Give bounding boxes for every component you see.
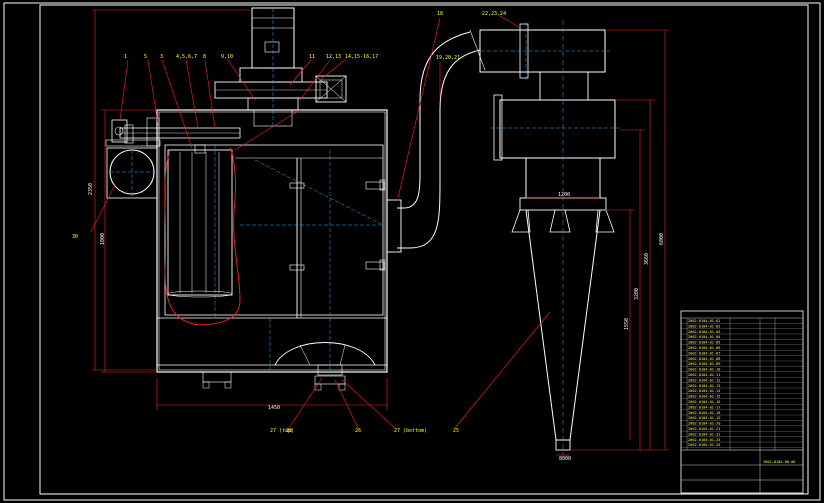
- title-block-row: 2002-0104-01-17: [688, 405, 720, 409]
- top-manifold: [105, 117, 241, 147]
- top-motor: [214, 7, 328, 128]
- dimension-text: 1200: [558, 192, 570, 198]
- part-label: 18: [437, 11, 443, 17]
- title-block-row: 2002-0104-01-12: [688, 378, 720, 382]
- filter-bag: [167, 144, 233, 298]
- dimension-text: 2350: [88, 183, 94, 195]
- part-label: 19,20,21: [436, 55, 460, 61]
- title-block-row: 2002-0104-01-11: [688, 373, 720, 377]
- part-label: 4,5,6,7: [176, 54, 197, 60]
- connecting-duct: [386, 29, 486, 253]
- title-block-row: 2002-0104-01-14: [688, 389, 720, 393]
- cyclone-separator: [475, 20, 620, 455]
- part-label: 28: [286, 428, 292, 434]
- dimension-text: 8000: [559, 456, 571, 462]
- part-labels: 1 5 3 4,5,6,7 8 9,10 11 12,13 14,15-16,1…: [72, 11, 506, 434]
- title-block-row: 2002-0104-01-04: [688, 335, 720, 339]
- title-block-row: 2002-0104-01-01: [688, 319, 720, 323]
- dimension-texts: 1450 2350 1000 6800 3660 3200 1550 1200 …: [88, 183, 665, 462]
- dimension-text: 1550: [624, 318, 630, 330]
- title-block-row: 2002-0104-01-03: [688, 330, 720, 334]
- part-label: 26: [355, 428, 361, 434]
- dimension-lines: [92, 9, 670, 456]
- dimension-text: 3200: [634, 288, 640, 300]
- title-block-row: 2002-0104-01-19: [688, 416, 720, 420]
- title-block-row: 2002-0104-01-07: [688, 351, 720, 355]
- inlet-box: [315, 75, 347, 103]
- dimension-text: 6800: [659, 233, 665, 245]
- part-label: 27 (top): [270, 428, 294, 434]
- title-block-row: 2002-0104-01-16: [688, 400, 720, 404]
- title-block-row: 2002-0104-01-06: [688, 346, 720, 350]
- title-block-row: 2002-0104-01-08: [688, 357, 720, 361]
- title-block-row: 2002-0104-01-22: [688, 432, 720, 436]
- dimension-text: 1450: [268, 405, 280, 411]
- part-label: 11: [309, 54, 315, 60]
- title-block-row: 2002-0104-01-09: [688, 362, 720, 366]
- title-block-row: 2002-0104-01-10: [688, 368, 720, 372]
- part-label: 14,15-16,17: [345, 54, 378, 60]
- part-label: 1: [124, 54, 127, 60]
- dimension-text: 3660: [644, 253, 650, 265]
- dust-collector-body: [156, 109, 388, 373]
- title-block-row: 2002-0104-01-23: [688, 438, 720, 442]
- fan-motor: [106, 147, 158, 199]
- title-block-row: 2002-0104-01-24: [688, 443, 720, 447]
- part-label: 25: [453, 428, 459, 434]
- title-block-row: 2002-0104-01-13: [688, 384, 720, 388]
- title-block-row: 2002-0104-01-20: [688, 422, 720, 426]
- part-label: 27 (bottom): [394, 428, 427, 434]
- bag-outline-red: [164, 147, 241, 326]
- leader-lines: [90, 15, 551, 429]
- bottom-hopper: [202, 342, 376, 391]
- outer-sheet-border: [3, 2, 821, 501]
- part-label: 3: [160, 54, 163, 60]
- part-label: 12,13: [326, 54, 341, 60]
- part-label: 30: [72, 234, 78, 240]
- dimension-text: 1000: [100, 233, 106, 245]
- title-block-row: 2002-0104-01-15: [688, 395, 720, 399]
- title-block-row: 2002-0104-01-21: [688, 427, 720, 431]
- part-label: 22,23,24: [482, 11, 506, 17]
- part-label: 5: [144, 54, 147, 60]
- part-label: 8: [203, 54, 206, 60]
- drawing-number: 2002-0104-00-00: [763, 460, 795, 464]
- title-block-row: 2002-0104-01-18: [688, 411, 720, 415]
- title-block-row: 2002-0104-01-05: [688, 341, 720, 345]
- title-block-row: 2002-0104-01-02: [688, 324, 720, 328]
- part-label: 9,10: [221, 54, 233, 60]
